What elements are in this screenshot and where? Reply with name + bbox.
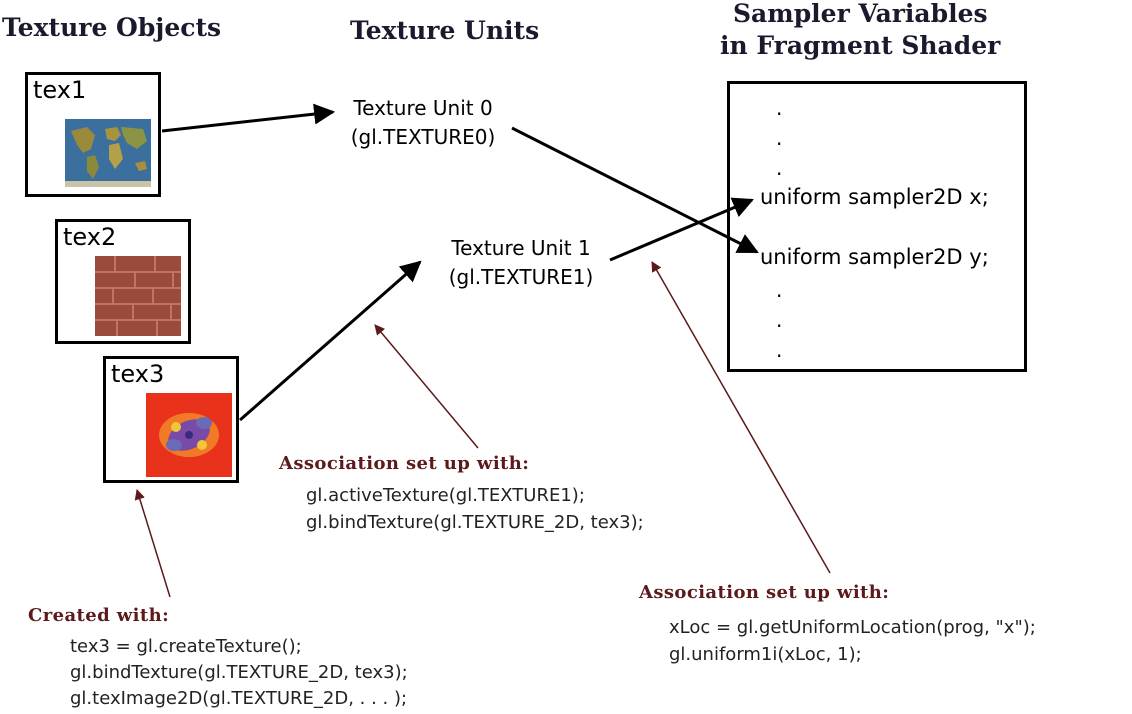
arrow-tex3-to-unit1	[239, 260, 422, 422]
annotation-arrow-created	[134, 488, 171, 598]
ellipsis-dot: .	[776, 308, 783, 332]
ellipsis-dot: .	[776, 126, 783, 150]
note-unit-association-line: gl.bindTexture(gl.TEXTURE_2D, tex3);	[306, 512, 644, 533]
heading-texture-objects: Texture Objects	[2, 13, 222, 42]
tex1-label: tex1	[33, 76, 87, 104]
note-uniform-association-line: xLoc = gl.getUniformLocation(prog, "x");	[669, 617, 1036, 638]
annotation-arrow-uniform-association	[651, 261, 831, 574]
brick-wall-thumbnail	[95, 256, 181, 336]
note-unit-association-line: gl.activeTexture(gl.TEXTURE1);	[306, 485, 585, 506]
ellipsis-dot: .	[776, 96, 783, 120]
arrow-unit1-to-uniform-x	[609, 197, 754, 262]
texture-unit-0-constant: (gl.TEXTURE0)	[350, 125, 496, 149]
note-unit-association-title: Association set up with:	[279, 453, 530, 474]
texture-unit-0: Texture Unit 0 (gl.TEXTURE0)	[318, 94, 528, 152]
arrow-unit0-to-uniform-y	[511, 126, 759, 254]
heading-texture-units: Texture Units	[350, 16, 540, 45]
arrow-tex1-to-unit0	[161, 103, 336, 133]
annotation-arrow-unit-association	[374, 324, 479, 449]
note-uniform-association-line: gl.uniform1i(xLoc, 1);	[669, 644, 862, 665]
note-created-title: Created with:	[28, 605, 170, 626]
uniform-sampler-y: uniform sampler2D y;	[760, 245, 989, 269]
texture-object-tex1: tex1	[25, 72, 161, 197]
texture-unit-0-name: Texture Unit 0	[353, 96, 493, 120]
tex3-label: tex3	[111, 360, 165, 388]
uniform-sampler-x: uniform sampler2D x;	[760, 185, 989, 209]
texture-object-tex2: tex2	[55, 219, 191, 344]
world-map-thumbnail	[65, 119, 151, 187]
ellipsis-dot: .	[776, 338, 783, 362]
ellipsis-dot: .	[776, 156, 783, 180]
heading-sampler-line1: Sampler Variables	[733, 0, 988, 28]
note-created-line: tex3 = gl.createTexture();	[70, 636, 302, 657]
tex2-label: tex2	[63, 223, 117, 251]
texture-object-tex3: tex3	[103, 356, 239, 483]
note-created-line: gl.texImage2D(gl.TEXTURE_2D, . . . );	[70, 688, 408, 709]
texture-unit-1-name: Texture Unit 1	[451, 236, 591, 260]
note-created-line: gl.bindTexture(gl.TEXTURE_2D, tex3);	[70, 662, 408, 683]
fractal-thumbnail	[146, 393, 232, 477]
note-uniform-association-title: Association set up with:	[639, 582, 890, 603]
heading-sampler-line2: in Fragment Shader	[720, 31, 1001, 60]
texture-unit-1-constant: (gl.TEXTURE1)	[448, 265, 594, 289]
fragment-shader-box: . . . uniform sampler2D x; uniform sampl…	[727, 81, 1027, 372]
texture-unit-1: Texture Unit 1 (gl.TEXTURE1)	[416, 234, 626, 292]
ellipsis-dot: .	[776, 278, 783, 302]
